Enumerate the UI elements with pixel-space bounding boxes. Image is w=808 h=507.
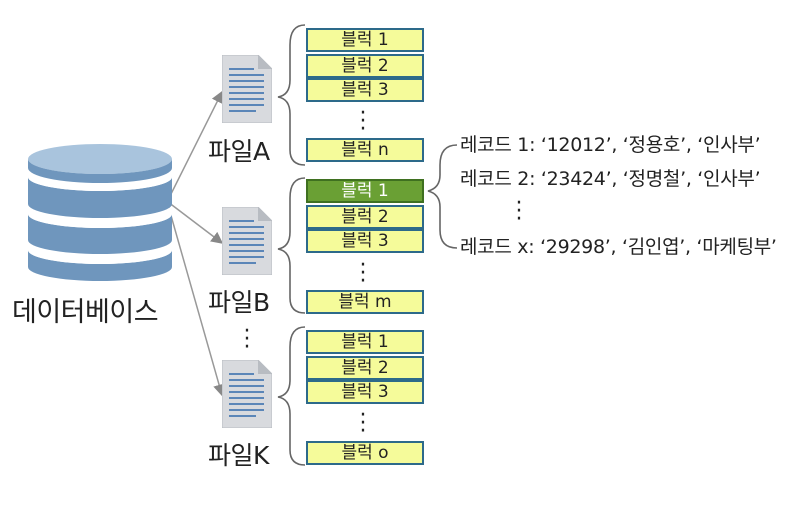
file-a-block-1: 블럭 1 [306, 28, 424, 52]
file-b-block-3: 블럭 3 [306, 229, 424, 253]
file-label-a: 파일A [208, 137, 270, 166]
file-a-blocks-ellipsis: ··· [359, 101, 367, 142]
file-b-block-m: 블럭 m [306, 290, 424, 314]
record-2: 레코드 2: ‘23424’, ‘정명철’, ‘인사부’ [460, 168, 761, 190]
file-k-block-o: 블럭 o [306, 441, 424, 465]
brace-records [427, 144, 458, 249]
file-b-block-1-highlighted: 블럭 1 [306, 179, 424, 203]
brace-file-b [277, 177, 306, 314]
file-b-blocks-ellipsis: ··· [359, 253, 367, 294]
record-1: 레코드 1: ‘12012’, ‘정용호’, ‘인사부’ [460, 134, 761, 156]
file-label-b: 파일B [208, 288, 270, 317]
record-x: 레코드 x: ‘29298’, ‘김인엽’, ‘마케팅부’ [460, 236, 777, 258]
file-k-blocks-ellipsis: ··· [359, 403, 367, 444]
database-icon [28, 144, 172, 281]
document-icon-file-a [222, 55, 272, 123]
arrow-db-to-file-b [167, 201, 224, 244]
file-label-k: 파일K [208, 441, 269, 470]
files-ellipsis: ··· [243, 319, 251, 360]
records-ellipsis: ··· [515, 191, 523, 232]
arrow-db-to-file-a [167, 90, 223, 201]
file-k-block-1: 블럭 1 [306, 330, 424, 354]
file-a-block-2: 블럭 2 [306, 54, 424, 78]
file-k-block-3: 블럭 3 [306, 380, 424, 404]
document-icon-file-b [222, 207, 272, 275]
brace-file-a [277, 24, 306, 166]
arrow-db-to-file-k [167, 204, 225, 397]
file-k-block-2: 블럭 2 [306, 356, 424, 380]
brace-file-k [277, 326, 306, 466]
file-b-block-2: 블럭 2 [306, 205, 424, 229]
database-label: 데이터베이스 [12, 297, 159, 328]
file-a-block-3: 블럭 3 [306, 78, 424, 102]
document-icon-file-k [222, 360, 272, 428]
file-a-block-n: 블럭 n [306, 138, 424, 162]
